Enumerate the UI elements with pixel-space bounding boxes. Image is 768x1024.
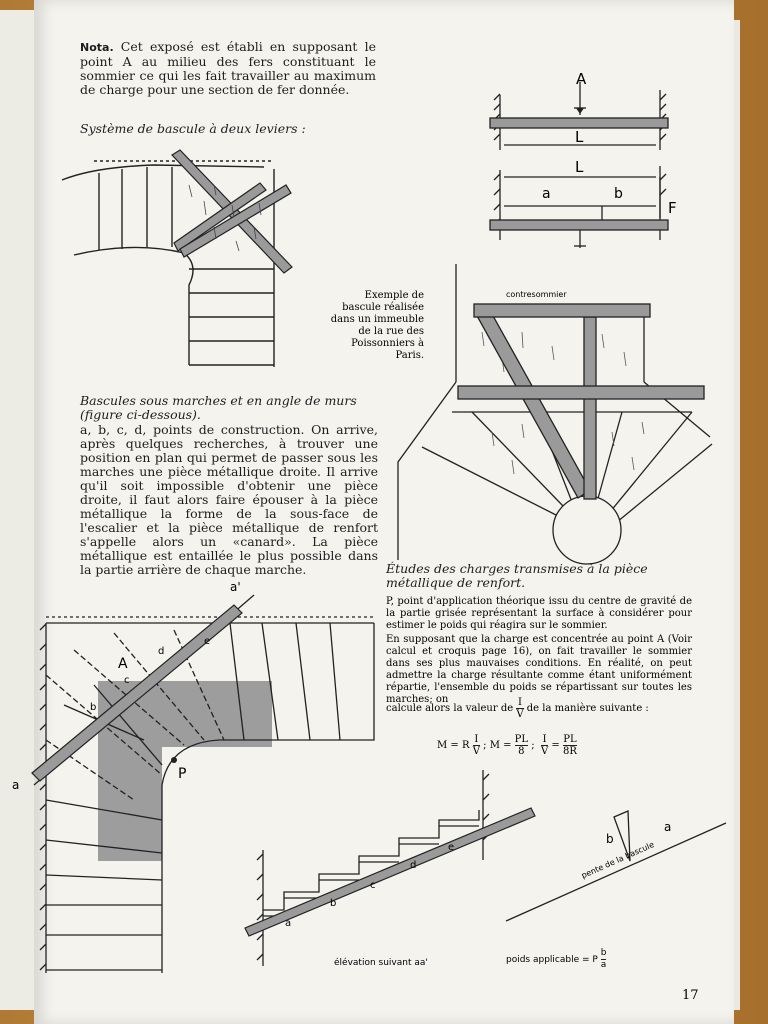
- etudes-p1: P, point d'application théorique issu du…: [386, 596, 692, 631]
- left-page-edge: [0, 10, 40, 1010]
- beam-label-L2: L: [575, 158, 584, 176]
- plan-label-a-prime: a': [230, 580, 241, 594]
- bascules-title: Bascules sous marches et en angle de mur…: [80, 393, 357, 422]
- nota-label: Nota.: [80, 41, 114, 54]
- plan-label-P: P: [178, 766, 187, 782]
- nota-text: Cet exposé est établi en supposant le po…: [80, 39, 376, 97]
- plan-label-d: d: [158, 646, 165, 657]
- systeme-title: Système de bascule à deux leviers :: [80, 121, 306, 136]
- elev-label-d: d: [410, 860, 417, 871]
- bascules-body: a, b, c, d, points de construction. On a…: [80, 422, 378, 577]
- elev-label-e: e: [448, 842, 455, 853]
- plan-label-a: a: [12, 778, 20, 792]
- plan-label-c: c: [124, 675, 130, 686]
- plan-label-A: A: [118, 656, 128, 672]
- plan-label-e: e: [204, 636, 211, 647]
- beam-label-A: A: [576, 70, 587, 88]
- stair-plan-figure: [31, 594, 375, 973]
- elev-label-b: b: [330, 898, 337, 909]
- tri-label-b: b: [606, 832, 614, 846]
- elevation-caption: élévation suivant aa': [334, 958, 428, 968]
- elevation-figure: [244, 770, 536, 966]
- etudes-p2: En supposant que la charge est concentré…: [386, 634, 692, 705]
- etudes-p3-after: de la manière suivante :: [526, 703, 649, 714]
- beam-label-a: a: [542, 186, 551, 202]
- nota-paragraph: Nota. Cet exposé est établi en supposant…: [80, 40, 376, 97]
- beam-diagrams: [489, 82, 669, 248]
- two-lever-figure: [61, 149, 293, 367]
- elev-label-a: a: [285, 918, 292, 929]
- pente-figure: [505, 810, 727, 922]
- etudes-title: Études des charges transmises à la pièce…: [386, 561, 648, 590]
- etudes-p3-before: calcule alors la valeur de: [386, 703, 514, 714]
- tri-label-a: a: [664, 820, 672, 834]
- beam-label-L1: L: [575, 128, 584, 146]
- book-page: Nota. Cet exposé est établi en supposant…: [12, 0, 734, 1024]
- plan-label-b: b: [90, 702, 97, 713]
- beam-label-F: F: [668, 199, 677, 217]
- exemple-caption: Exemple de bascule réalisée dans un imme…: [330, 290, 424, 361]
- paris-bascule-figure: [397, 264, 713, 565]
- contresommier-label: contresommier: [506, 290, 567, 299]
- elev-label-c: c: [370, 880, 376, 891]
- page-number: 17: [682, 988, 699, 1003]
- beam-label-b: b: [614, 186, 623, 202]
